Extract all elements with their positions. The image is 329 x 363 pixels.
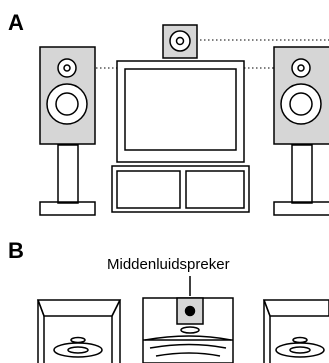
figure-a-label: A bbox=[8, 10, 24, 35]
left-speaker-stand bbox=[39, 144, 96, 216]
left-speaker-a bbox=[39, 46, 96, 145]
center-speaker-caption: Middenluidspreker bbox=[107, 256, 230, 273]
television bbox=[116, 60, 245, 163]
center-speaker-a bbox=[162, 24, 198, 59]
center-speaker-b bbox=[142, 276, 234, 363]
tv-cabinet bbox=[111, 165, 250, 213]
right-speaker-stand bbox=[273, 144, 329, 216]
right-speaker-a bbox=[273, 46, 329, 145]
left-speaker-b bbox=[36, 299, 122, 363]
figure-b-label: B bbox=[8, 238, 24, 263]
right-speaker-b bbox=[262, 299, 329, 363]
